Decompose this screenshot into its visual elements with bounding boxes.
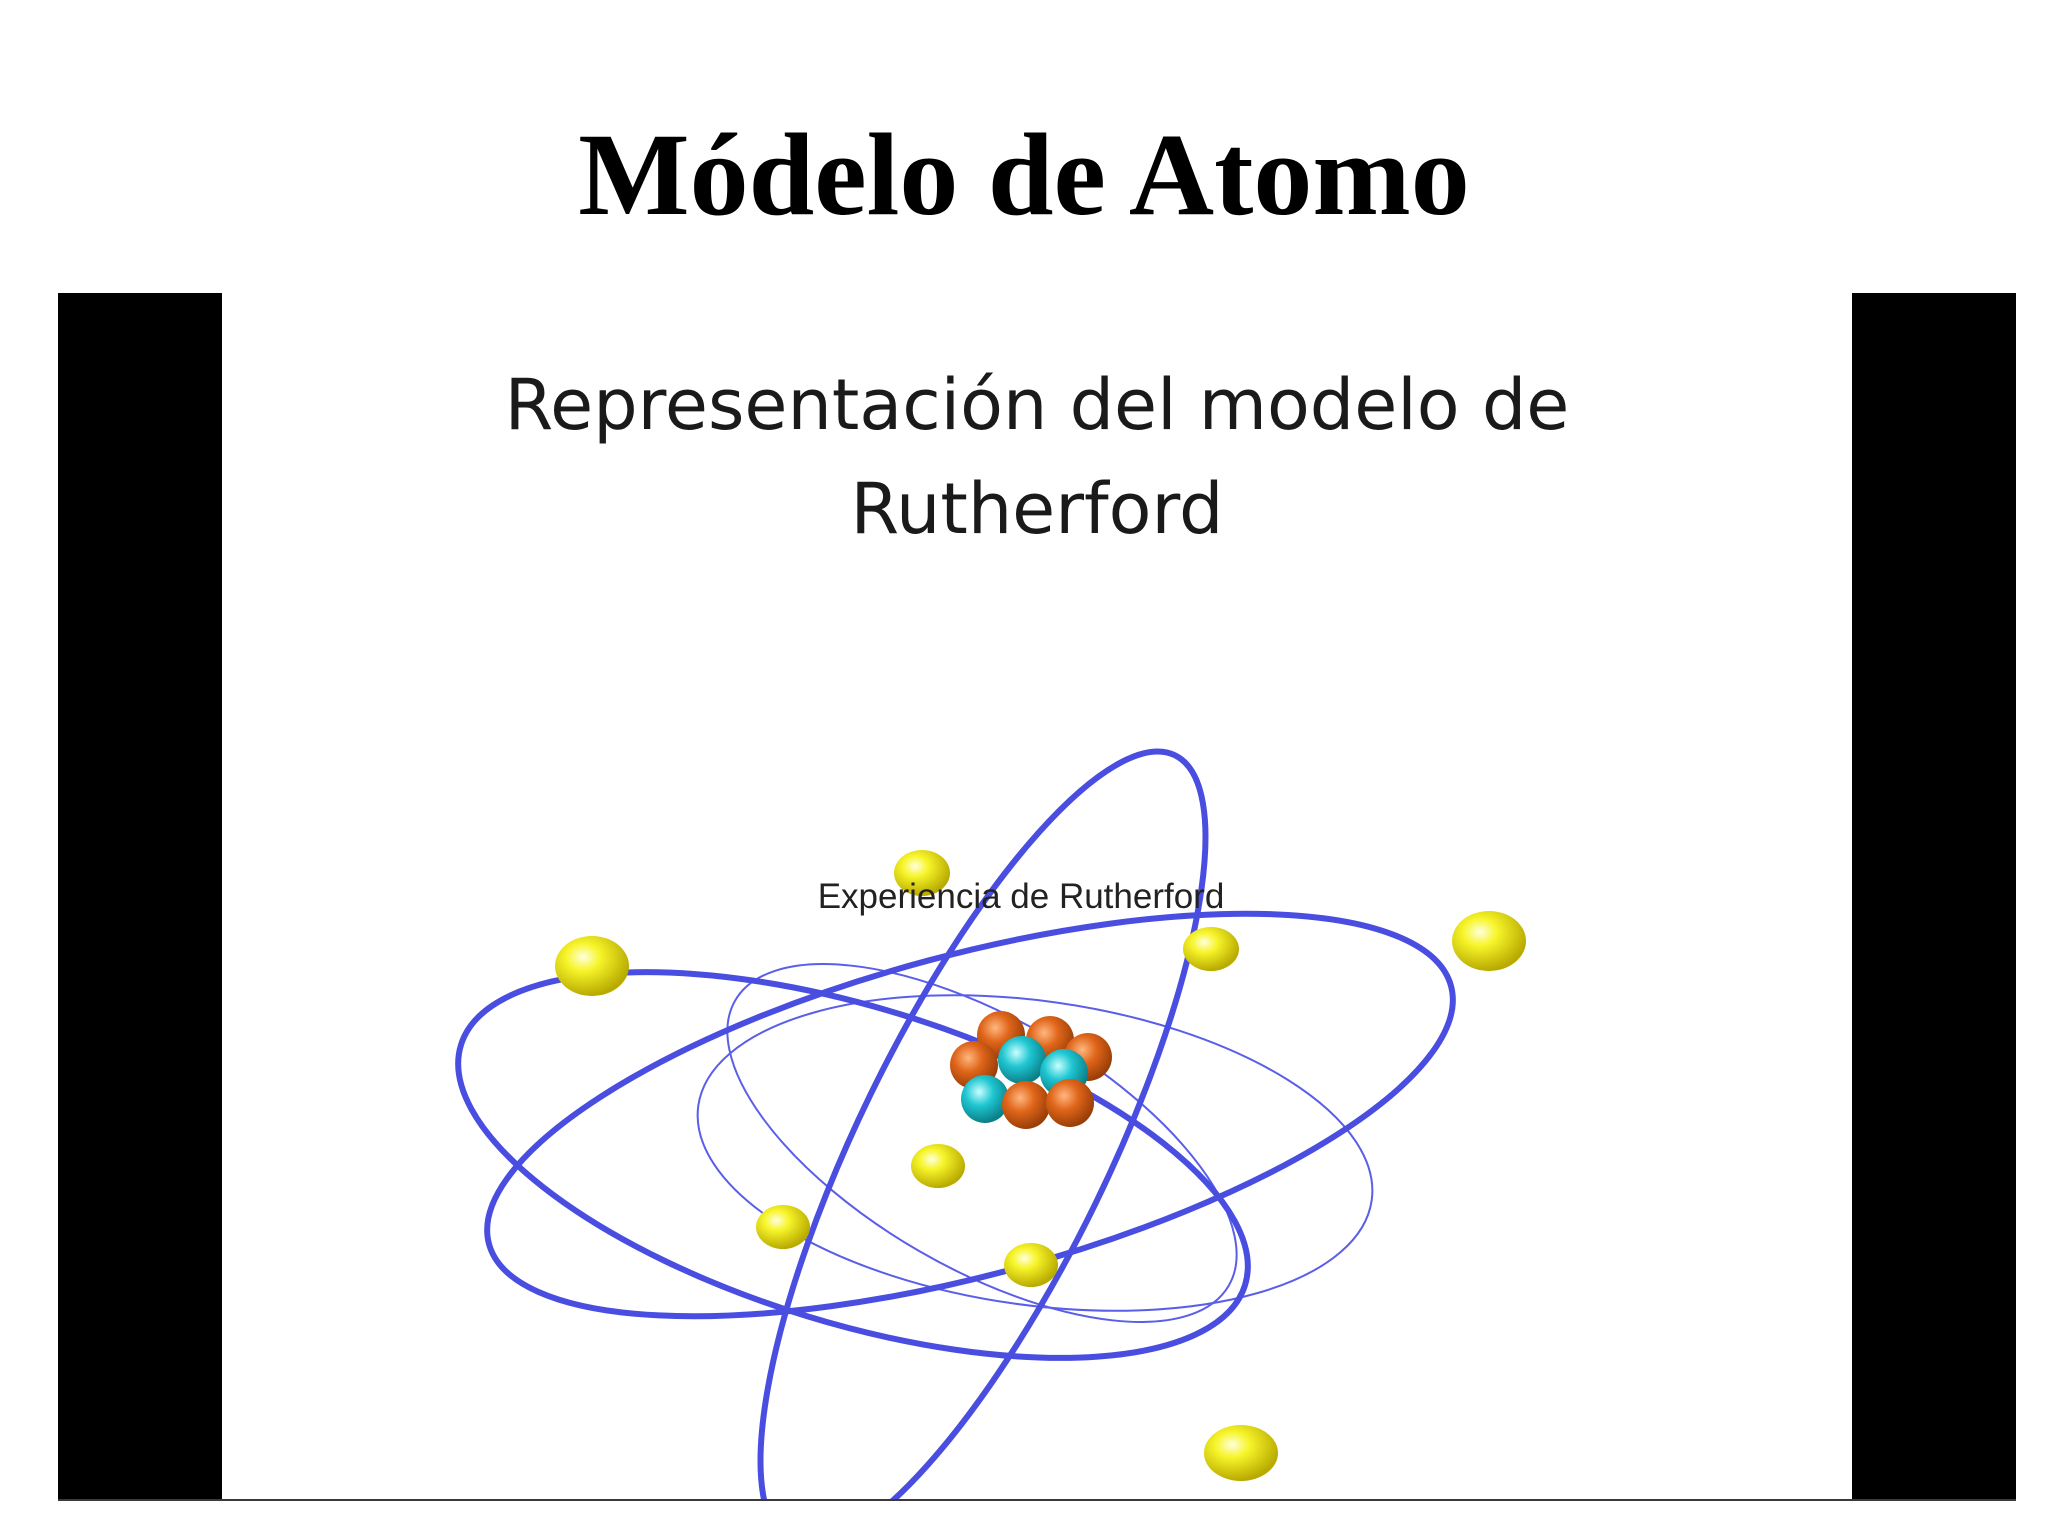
electron [894,850,950,896]
neutron [998,1036,1046,1084]
proton [1002,1081,1050,1129]
electron [756,1205,810,1249]
video-title: Representación del modelo de Rutherford [222,353,1852,561]
proton [1046,1079,1094,1127]
atom-diagram: Experiencia de Rutherford [455,748,1526,1500]
video-title-line-1: Representación del modelo de [504,364,1570,446]
electron [555,936,629,996]
electrons [555,850,1526,1481]
neutron [961,1075,1009,1123]
orbit-3 [757,748,1209,1500]
electron [1452,911,1526,971]
thin-orbit-1 [696,994,1374,1312]
electron [911,1144,965,1188]
thick-orbits [455,748,1456,1500]
video-title-line-2: Rutherford [850,468,1224,550]
video-frame-content: Representación del modelo de Rutherford [222,293,1852,1500]
electron [1183,927,1239,971]
video-player[interactable]: Representación del modelo de Rutherford [58,293,2016,1500]
bottom-divider [58,1499,2016,1501]
electron [1204,1425,1278,1481]
orbit-2 [455,969,1251,1361]
slide-title: Módelo de Atomo [578,109,1470,240]
video-caption: Experiencia de Rutherford [818,877,1225,916]
nucleus [950,1011,1112,1129]
electron [1004,1243,1058,1287]
